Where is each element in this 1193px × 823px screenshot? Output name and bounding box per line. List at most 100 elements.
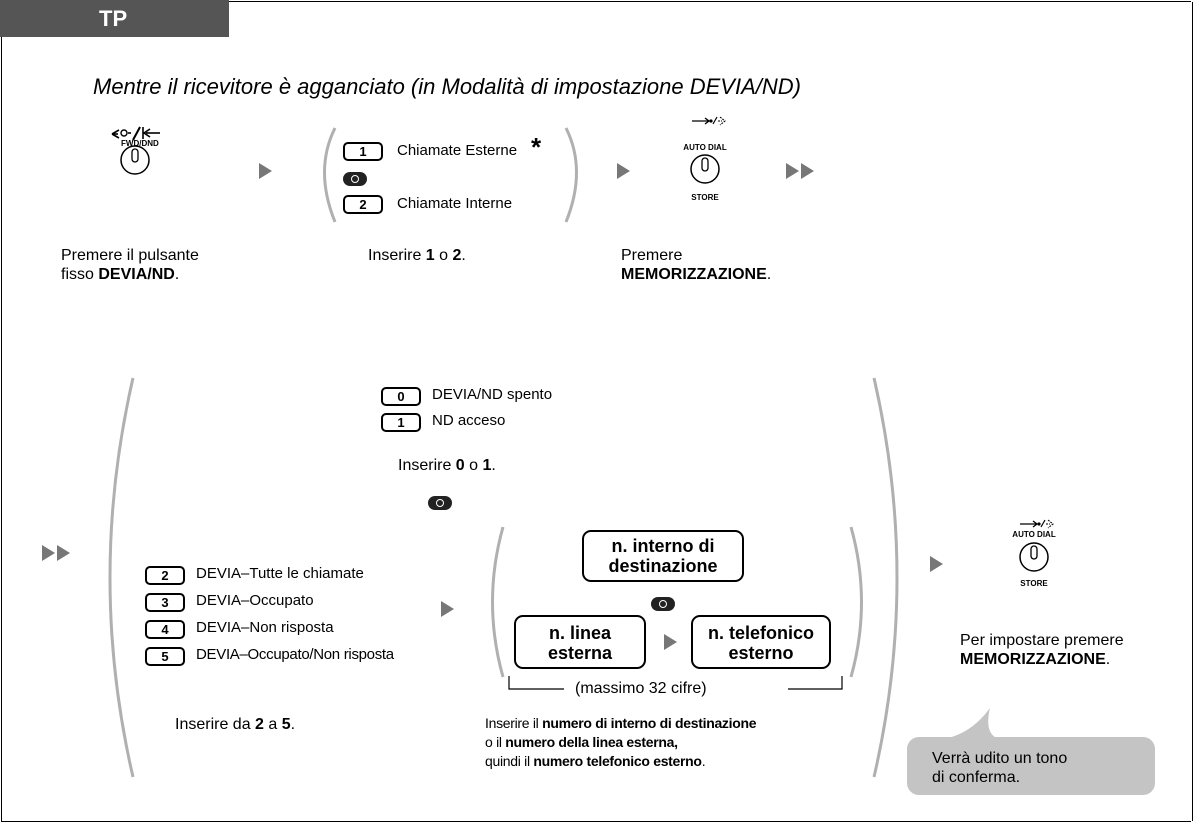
max-note-line xyxy=(508,676,843,690)
store-button[interactable] xyxy=(1020,543,1048,571)
step2-right-bracket xyxy=(564,127,578,223)
block-c-caption: Inserire il numero di interno di destina… xyxy=(485,714,757,771)
block-c-caption-l3-suffix: . xyxy=(701,753,706,769)
or-icon xyxy=(351,174,359,183)
step3-caption-line2: MEMORIZZAZIONE. xyxy=(621,265,771,284)
block-c-caption-line1: Inserire il numero di interno di destina… xyxy=(485,714,757,733)
block-c-caption-line3: quindi il numero telefonico esterno. xyxy=(485,752,756,771)
bubble-line2: di conferma. xyxy=(932,769,1021,786)
key-3-button[interactable]: 3 xyxy=(145,593,185,612)
block-c-caption-line2: o il numero della linea esterna, xyxy=(485,733,756,752)
key-4-button[interactable]: 4 xyxy=(145,620,185,639)
tp-tab: TP xyxy=(0,0,229,37)
box-internal-line2: destinazione xyxy=(608,556,718,576)
key-1-button[interactable]: 1 xyxy=(343,142,383,161)
bubble-text: Verrà udito un tono di conferma. xyxy=(932,749,1067,787)
option-devia-occupato: DEVIA–Occupato xyxy=(196,592,314,609)
asterisk-mark: * xyxy=(531,132,542,162)
fwd-dnd-button[interactable] xyxy=(121,146,149,174)
step2-left-bracket xyxy=(323,127,337,223)
key-1-button[interactable]: 1 xyxy=(381,413,421,432)
box-external-phone: n. telefonico esterno xyxy=(691,615,831,669)
box-phone-line1: n. telefonico xyxy=(707,623,814,643)
block-a-caption-prefix: Inserire xyxy=(398,457,456,474)
block-c-caption-l2-bold: numero della linea esterna, xyxy=(505,734,678,750)
or-badge xyxy=(343,172,367,186)
final-caption: Per impostare premere MEMORIZZAZIONE. xyxy=(960,631,1124,669)
block-c-caption-l1-bold: numero di interno di destinazione xyxy=(542,715,757,731)
block-c-caption-l3-prefix: quindi il xyxy=(485,753,534,769)
final-caption-line2: MEMORIZZAZIONE. xyxy=(960,650,1124,669)
or-icon xyxy=(436,498,444,507)
key-0-button[interactable]: 0 xyxy=(381,387,421,406)
step3-caption-suffix: . xyxy=(766,266,772,283)
max-digits-note: (massimo 32 cifre) xyxy=(572,679,710,698)
final-caption-line1: Per impostare premere xyxy=(960,632,1124,649)
step1-caption: Premere il pulsante fisso DEVIA/ND. xyxy=(61,246,199,284)
box-internal-destination: n. interno di destinazione xyxy=(582,530,744,582)
arrow-right-icon xyxy=(801,163,814,179)
or-badge xyxy=(651,597,675,611)
final-caption-bold: MEMORIZZAZIONE xyxy=(960,651,1106,668)
option-devia-occupato-non-risposta: DEVIA–Occupato/Non risposta xyxy=(196,646,394,663)
big-left-bracket xyxy=(108,377,135,778)
block-b-caption: Inserire da 2 a 5. xyxy=(175,715,295,734)
key-2-button[interactable]: 2 xyxy=(145,566,185,585)
arrow-right-icon xyxy=(786,163,799,179)
option-chiamate-esterne: Chiamate Esterne xyxy=(397,142,518,159)
key-5-button[interactable]: 5 xyxy=(145,647,185,666)
arrow-right-icon xyxy=(617,163,630,179)
block-c-caption-l2-prefix: o il xyxy=(485,734,506,750)
block-a-caption-mid: o xyxy=(464,457,483,474)
store-label: STORE xyxy=(691,193,719,202)
block-b-caption-k1: 2 xyxy=(255,716,264,733)
step1-caption-bold: DEVIA/ND xyxy=(98,266,175,283)
box-internal-line1: n. interno di xyxy=(611,536,715,556)
step2-caption-prefix: Inserire xyxy=(368,247,426,264)
or-badge xyxy=(428,496,452,510)
arrow-right-icon xyxy=(42,545,55,561)
option-chiamate-interne: Chiamate Interne xyxy=(397,195,513,212)
box-line-line1: n. linea xyxy=(548,623,611,643)
bubble-line1: Verrà udito un tono xyxy=(932,750,1068,767)
arrow-right-icon xyxy=(57,545,70,561)
box-phone-line2: esterno xyxy=(728,643,794,663)
arrow-right-icon xyxy=(664,634,677,650)
step3-caption-line1: Premere xyxy=(621,247,683,264)
key-2-button[interactable]: 2 xyxy=(343,195,383,214)
block-b-caption-prefix: Inserire da xyxy=(175,716,256,733)
arrow-right-icon xyxy=(441,601,454,617)
step2-caption-k2: 2 xyxy=(452,247,462,264)
block-c-caption-l3-bold: numero telefonico esterno xyxy=(533,753,702,769)
final-caption-suffix: . xyxy=(1105,651,1111,668)
big-right-bracket xyxy=(872,377,899,778)
or-icon xyxy=(659,599,667,608)
step1-caption-line1: Premere il pulsante xyxy=(61,247,199,264)
box-line-line2: esterna xyxy=(547,643,613,663)
step2-caption: Inserire 1 o 2. xyxy=(368,246,466,265)
block-a-caption: Inserire 0 o 1. xyxy=(398,456,496,475)
bubble-tail xyxy=(935,708,1010,741)
auto-dial-button-graphic-1 xyxy=(690,116,726,184)
option-devia-non-risposta: DEVIA–Non risposta xyxy=(196,619,334,636)
step1-caption-prefix: fisso xyxy=(61,266,99,283)
option-nd-acceso: ND acceso xyxy=(432,412,506,429)
block-a-caption-k2: 1 xyxy=(482,457,492,474)
step2-caption-mid: o xyxy=(434,247,453,264)
block-a-caption-k1: 0 xyxy=(455,457,465,474)
auto-dial-label: AUTO DIAL xyxy=(1012,530,1056,539)
step2-caption-suffix: . xyxy=(461,247,466,264)
step3-caption: Premere MEMORIZZAZIONE. xyxy=(621,246,771,284)
page-subtitle: Mentre il ricevitore è agganciato (in Mo… xyxy=(93,74,801,99)
block-c-caption-l1-prefix: Inserire il xyxy=(485,715,543,731)
inner-right-bracket xyxy=(849,526,863,678)
store-button[interactable] xyxy=(691,155,719,183)
option-devia-tutte: DEVIA–Tutte le chiamate xyxy=(196,565,364,582)
auto-dial-button-graphic-2 xyxy=(1019,519,1054,572)
step1-caption-suffix: . xyxy=(174,266,180,283)
box-external-line: n. linea esterna xyxy=(514,615,646,669)
block-b-caption-k2: 5 xyxy=(281,716,291,733)
inner-left-bracket xyxy=(491,526,505,678)
fwd-dnd-button-label: FWD/DND xyxy=(121,139,159,148)
